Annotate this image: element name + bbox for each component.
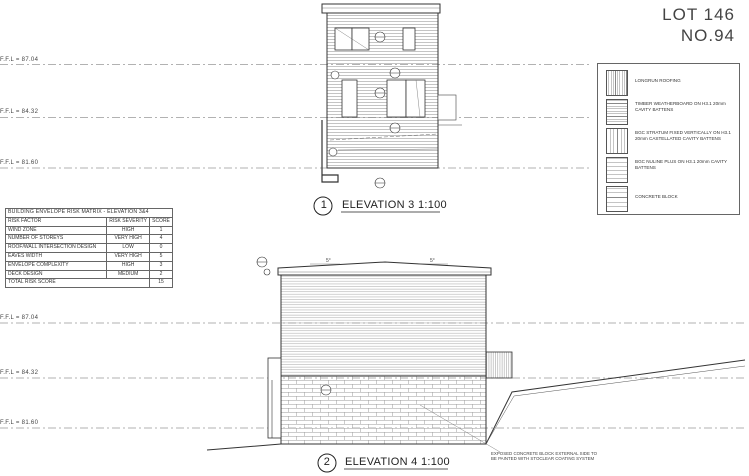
table-row: DECK DESIGN MEDIUM 2 bbox=[4, 269, 173, 280]
horizontal-lines-swatch-icon bbox=[606, 157, 628, 183]
elevation-3-label: ELEVATION 3 1:100 bbox=[342, 199, 447, 211]
risk-factor: ENVELOPE COMPLEXITY bbox=[4, 260, 108, 271]
risk-severity: VERY HIGH bbox=[106, 234, 150, 245]
e3-ground bbox=[321, 120, 339, 183]
elevation-3-number: 1 bbox=[320, 199, 328, 211]
legend-label: LONGRUN ROOFING bbox=[635, 78, 681, 83]
legend-item-nuline: BGC NULINE PLUS ON H3.1 20mm CAVITY BATT… bbox=[606, 157, 736, 183]
legend-label: TIMBER WEATHERBOARD ON H3.1 20mm CAVITY … bbox=[635, 101, 726, 112]
total-label: TOTAL RISK SCORE bbox=[5, 278, 150, 289]
elevation-4-number-circle bbox=[317, 453, 337, 473]
vertical-lines-swatch-icon bbox=[606, 128, 628, 154]
e3-balustrade bbox=[437, 94, 457, 121]
risk-score: 2 bbox=[149, 269, 173, 280]
e3-window-2 bbox=[351, 27, 370, 51]
risk-score: 0 bbox=[149, 243, 173, 253]
e3-door-2 bbox=[405, 79, 426, 118]
e4-upper-wall bbox=[280, 274, 487, 377]
e3-window-3 bbox=[402, 27, 416, 51]
risk-severity: VERY HIGH bbox=[106, 251, 150, 262]
e4-marker-2 bbox=[263, 268, 271, 276]
legend-item-stratum: BGC STRATUM FIXED VERTICALLY ON H3.1 20m… bbox=[606, 128, 736, 154]
risk-severity: MEDIUM bbox=[106, 269, 150, 280]
ffl-label-middle-bottom: F.F.L = 84.32 bbox=[0, 370, 39, 376]
risk-matrix-header-row: RISK FACTOR RISK SEVERITY SCORE bbox=[4, 216, 173, 227]
risk-score: 3 bbox=[149, 260, 173, 271]
roof-pitch-left: 5° bbox=[326, 258, 331, 264]
risk-severity: HIGH bbox=[106, 260, 150, 271]
risk-score: 4 bbox=[149, 234, 173, 245]
table-row: ROOF/WALL INTERSECTION DESIGN LOW 0 bbox=[4, 243, 173, 253]
elevation-4-label: ELEVATION 4 1:100 bbox=[345, 456, 450, 468]
risk-matrix-title-row: BUILDING ENVELOPE RISK MATRIX - ELEVATIO… bbox=[5, 208, 173, 218]
lot-number: LOT 146 bbox=[662, 5, 735, 24]
legend-item-concrete-block: CONCRETE BLOCK bbox=[606, 186, 736, 212]
materials-legend: LONGRUN ROOFING TIMBER WEATHERBOARD ON H… bbox=[597, 63, 740, 215]
elevation-4-number: 2 bbox=[323, 456, 331, 468]
e3-marker-6 bbox=[328, 147, 338, 157]
e4-roof bbox=[277, 261, 492, 276]
horizontal-lines-swatch-icon bbox=[606, 99, 628, 125]
risk-factor: WIND ZONE bbox=[4, 225, 108, 236]
risk-factor: DECK DESIGN bbox=[4, 269, 108, 280]
legend-label: CONCRETE BLOCK bbox=[635, 194, 678, 199]
e4-deck-right bbox=[485, 351, 513, 379]
header-cell: RISK FACTOR bbox=[4, 216, 108, 227]
risk-matrix-total-row: TOTAL RISK SCORE 15 bbox=[5, 278, 173, 289]
roof-pitch-right: 5° bbox=[430, 258, 435, 264]
risk-matrix-table: BUILDING ENVELOPE RISK MATRIX - ELEVATIO… bbox=[4, 208, 173, 289]
ffl-label-middle-top: F.F.L = 84.32 bbox=[0, 109, 39, 115]
vertical-lines-swatch-icon bbox=[606, 70, 628, 96]
e3-window-4 bbox=[341, 79, 358, 118]
e3-roof bbox=[321, 3, 441, 14]
elevation-3-number-circle bbox=[313, 196, 333, 216]
lot-title: LOT 146 NO.94 bbox=[662, 4, 735, 46]
risk-factor: EAVES WIDTH bbox=[4, 251, 108, 262]
street-number: NO.94 bbox=[680, 26, 735, 45]
table-row: EAVES WIDTH VERY HIGH 5 bbox=[4, 251, 173, 262]
legend-item-roofing: LONGRUN ROOFING bbox=[606, 70, 736, 96]
risk-factor: NUMBER OF STOREYS bbox=[4, 234, 108, 245]
table-row: ENVELOPE COMPLEXITY HIGH 3 bbox=[4, 260, 173, 271]
table-row: NUMBER OF STOREYS VERY HIGH 4 bbox=[4, 234, 173, 245]
header-cell: RISK SEVERITY bbox=[106, 216, 150, 227]
ffl-label-upper-bottom: F.F.L = 87.04 bbox=[0, 315, 39, 321]
elevation-4-drawing bbox=[206, 256, 746, 453]
legend-item-weatherboard: TIMBER WEATHERBOARD ON H3.1 20mm CAVITY … bbox=[606, 99, 736, 125]
e3-window-1 bbox=[334, 27, 353, 51]
block-swatch-icon bbox=[606, 186, 628, 212]
ffl-label-lower-top: F.F.L = 81.60 bbox=[0, 160, 39, 166]
table-row: WIND ZONE HIGH 1 bbox=[4, 225, 173, 236]
ffl-label-upper-top: F.F.L = 87.04 bbox=[0, 57, 39, 63]
e3-marker-2 bbox=[330, 70, 340, 80]
ffl-label-lower-bottom: F.F.L = 81.60 bbox=[0, 420, 39, 426]
risk-severity: HIGH bbox=[106, 225, 150, 236]
elevation-3-drawing bbox=[321, 3, 462, 189]
e3-door-1 bbox=[386, 79, 407, 118]
e4-deck-left bbox=[267, 357, 282, 439]
risk-factor: ROOF/WALL INTERSECTION DESIGN bbox=[4, 243, 108, 253]
header-cell: SCORE bbox=[149, 216, 173, 227]
legend-label: BGC STRATUM FIXED VERTICALLY ON H3.1 20m… bbox=[635, 130, 731, 141]
legend-label: BGC NULINE PLUS ON H3.1 20mm CAVITY BATT… bbox=[635, 159, 727, 170]
total-score: 15 bbox=[149, 278, 173, 289]
concrete-block-note: EXPOSED CONCRETE BLOCK EXTERNAL SIDE TO … bbox=[491, 451, 598, 462]
e4-block-wall bbox=[280, 375, 487, 445]
risk-score: 1 bbox=[149, 225, 173, 236]
risk-score: 5 bbox=[149, 251, 173, 262]
risk-severity: LOW bbox=[106, 243, 150, 253]
risk-matrix-title: BUILDING ENVELOPE RISK MATRIX - ELEVATIO… bbox=[5, 208, 173, 218]
